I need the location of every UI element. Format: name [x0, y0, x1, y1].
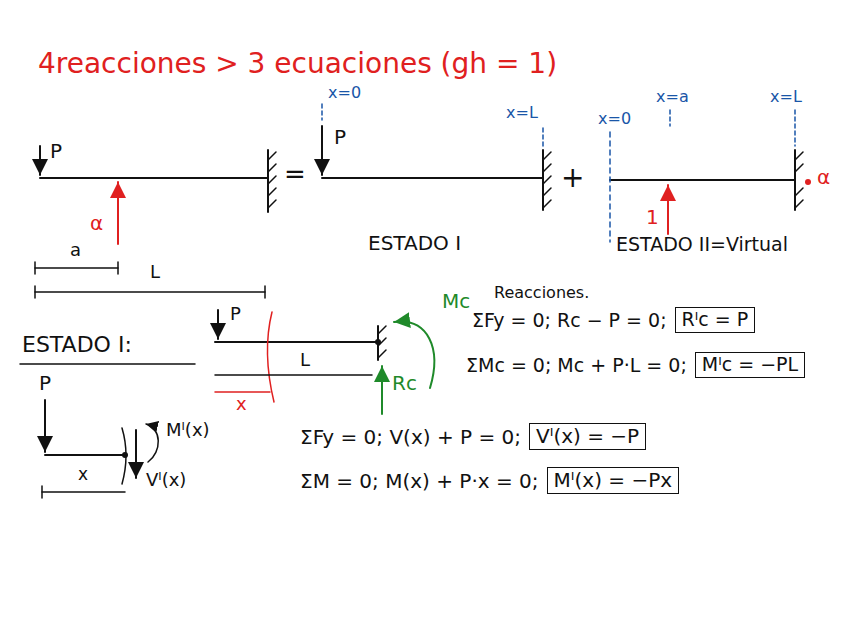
equation: ΣFy = 0; Rc − P = 0;	[472, 310, 667, 332]
redundant-arrow	[117, 182, 119, 244]
result-text: Mᴵ(x) = −Px	[554, 468, 673, 492]
dimension-tick	[35, 262, 118, 274]
load-arrow	[321, 126, 323, 175]
load-label: P	[39, 372, 51, 395]
reaction-arrow	[381, 366, 383, 414]
coordinate-mark	[609, 132, 611, 242]
result-text: Mᴵc = −PL	[702, 353, 798, 375]
equation: ΣFy = 0; V(x) + P = 0;	[300, 426, 521, 449]
dimension-line	[35, 267, 118, 269]
dimension-line	[215, 374, 372, 376]
state-label: ESTADO I	[368, 232, 461, 255]
load-label: P	[334, 126, 346, 149]
beam	[45, 454, 125, 456]
redundant-label: α	[90, 212, 103, 235]
coordinate-mark	[669, 110, 671, 126]
moment-label: Mc	[442, 290, 470, 313]
displacement-dot	[805, 179, 811, 185]
dimension-tick	[35, 286, 265, 298]
section-heading: ESTADO I:	[22, 332, 132, 357]
load-arrow	[44, 400, 46, 452]
dimension-tick	[41, 486, 43, 498]
wall-hatch	[543, 152, 551, 208]
shear-label: Vᴵ(x)	[146, 470, 186, 491]
dimension-label: x	[78, 465, 88, 485]
dimension-line	[35, 291, 265, 293]
load-arrow	[39, 146, 41, 175]
load-label: P	[230, 304, 241, 325]
displacement-label: α	[817, 166, 830, 189]
result-box: Mᴵ(x) = −Px	[547, 467, 680, 494]
note-label: Reacciones.	[494, 284, 589, 302]
unit-load-arrow	[667, 185, 669, 234]
dimension-label: L	[300, 350, 310, 371]
coordinate-label: x=L	[506, 104, 538, 122]
moment-arrow	[146, 424, 158, 462]
result-box: Vᴵ(x) = −P	[529, 423, 646, 450]
section-cut	[267, 312, 274, 402]
wall-hatch	[268, 152, 276, 208]
coordinate-label: x=0	[598, 110, 631, 128]
node-dot	[375, 339, 381, 345]
beam	[40, 177, 268, 179]
load-arrow	[217, 310, 219, 339]
coordinate-mark	[321, 104, 323, 120]
result-text: Rᴵc = P	[682, 308, 749, 330]
underline	[20, 363, 195, 365]
wall-hatch	[795, 152, 803, 208]
coordinate-label: x=0	[328, 84, 361, 102]
result-box: Mᴵc = −PL	[695, 352, 805, 378]
dimension-line	[42, 491, 125, 493]
coordinate-label: x=a	[656, 88, 689, 106]
beam	[610, 179, 795, 181]
state-label: ESTADO II=Virtual	[616, 234, 788, 256]
coordinate-mark	[794, 110, 796, 146]
shear-arrow	[135, 430, 137, 478]
unit-load-label: 1	[646, 206, 659, 229]
operator-sign: =	[284, 160, 306, 190]
result-box: Rᴵc = P	[675, 307, 756, 333]
reaction-label: Rc	[392, 372, 417, 395]
beam	[215, 341, 378, 343]
node-dot	[122, 452, 128, 458]
dimension-line	[215, 391, 270, 393]
dimension-label: x	[236, 394, 247, 415]
result-text: Vᴵ(x) = −P	[536, 424, 639, 448]
beam	[322, 177, 543, 179]
operator-sign: +	[561, 162, 584, 194]
equation: ΣM = 0; M(x) + P·x = 0;	[300, 470, 539, 493]
coordinate-label: x=L	[770, 88, 802, 106]
title: 4reacciones > 3 ecuaciones (gh = 1)	[38, 48, 557, 80]
dimension-label: a	[70, 240, 81, 261]
moment-label: Mᴵ(x)	[166, 420, 210, 441]
equation: ΣMc = 0; Mc + P·L = 0;	[466, 355, 687, 377]
load-label: P	[50, 140, 62, 163]
dimension-label: L	[150, 262, 160, 283]
coordinate-mark	[542, 128, 544, 148]
